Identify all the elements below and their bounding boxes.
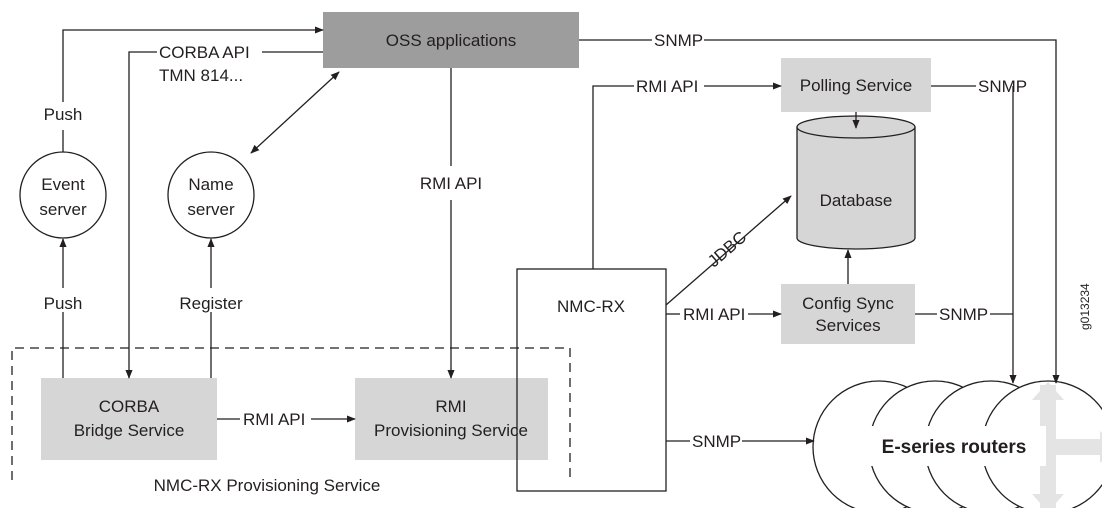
nmc-rx-label: NMC-RX [557, 297, 625, 316]
nmc-snmp-label: SNMP [692, 432, 741, 451]
figure-id-label: g013234 [1078, 283, 1092, 330]
oss-rmi-label: RMI API [420, 174, 482, 193]
register-label: Register [179, 294, 243, 313]
corba-bridge-line1: CORBA [99, 397, 160, 416]
event-to-oss-arrow [62, 26, 324, 102]
nmc-rx-box [516, 268, 667, 492]
provisioning-group-label: NMC-RX Provisioning Service [154, 476, 381, 495]
nmc-config-label: RMI API [683, 305, 745, 324]
name-server-line2: server [187, 200, 235, 219]
oss-snmp-label: SNMP [654, 31, 703, 50]
polling-snmp-label: SNMP [978, 77, 1027, 96]
config-snmp-label: SNMP [939, 305, 988, 324]
push-lower-label: Push [44, 294, 83, 313]
oss-applications-box [323, 12, 579, 68]
routers-label-backing [862, 426, 1046, 466]
corba-bridge-box [41, 378, 217, 460]
config-sync-line2: Services [815, 316, 880, 335]
event-server-line2: server [39, 200, 87, 219]
nmc-polling-label: RMI API [636, 77, 698, 96]
oss-to-routers-arrow [704, 39, 1060, 384]
e-series-routers-label: E-series routers [882, 437, 1027, 458]
config-sync-box [781, 284, 915, 344]
database-cylinder [796, 115, 916, 250]
database-label: Database [820, 191, 893, 210]
rmi-provisioning-line2: Provisioning Service [374, 421, 528, 440]
oss-applications-label: OSS applications [386, 31, 516, 50]
polling-service-box [781, 58, 931, 112]
tmn-label: TMN 814... [159, 66, 243, 85]
event-server-circle [19, 151, 107, 239]
nmc-to-database-arrow [665, 195, 792, 306]
name-server-oss-arrow [250, 71, 340, 154]
rmi-provisioning-line1: RMI [435, 397, 466, 416]
name-server-line1: Name [188, 175, 233, 194]
provisioning-group-border [11, 347, 571, 480]
corba-api-label: CORBA API [159, 43, 250, 62]
nmc-polling-line-a [592, 85, 634, 269]
config-sync-line1: Config Sync [802, 294, 894, 313]
bridge-rmi-label: RMI API [243, 410, 305, 429]
corba-bridge-line2: Bridge Service [74, 421, 185, 440]
polling-service-label: Polling Service [800, 76, 912, 95]
oss-to-corba-bridge-arrow [125, 51, 157, 379]
rmi-provisioning-box [355, 378, 548, 460]
push-upper-label: Push [44, 105, 83, 124]
jdbc-label: JDBC [704, 228, 750, 271]
event-server-line1: Event [41, 175, 85, 194]
name-server-circle [167, 151, 255, 239]
